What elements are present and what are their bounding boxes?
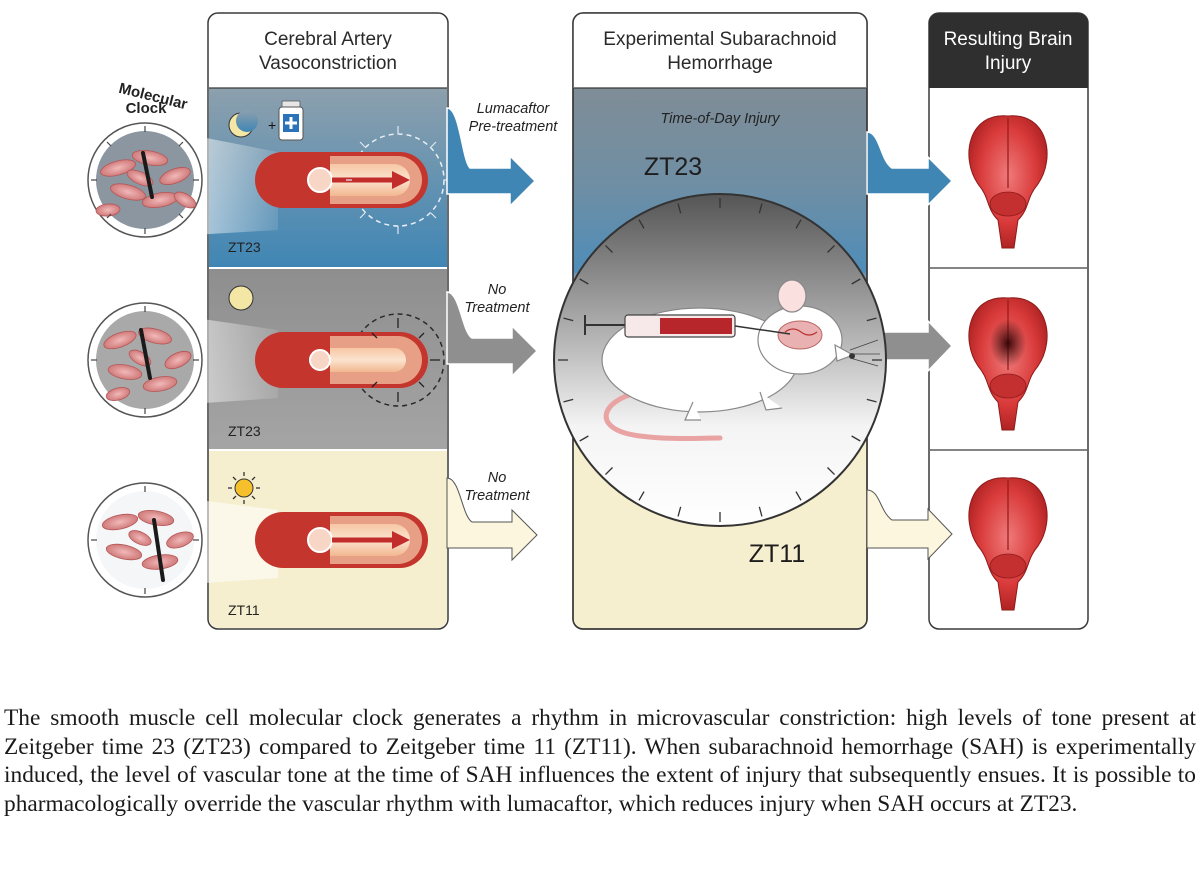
artery-vessel-row2: [255, 313, 445, 407]
molecular-clock-label-line2: Clock: [126, 100, 168, 117]
row3-arrow-to-sah: [446, 477, 538, 562]
dial-tick: [827, 244, 836, 253]
row3-zt-label: ZT11: [228, 602, 260, 618]
svg-text:+: +: [268, 117, 276, 133]
row1-treatment-line2: Pre-treatment: [469, 119, 559, 135]
row2-arrow-to-sah: [446, 291, 539, 378]
dial-tick: [795, 219, 802, 229]
cell-clock-row1: [87, 122, 203, 238]
rat-illustration: [584, 279, 880, 441]
dial-tick: [851, 435, 861, 442]
row2-arrow-to-brain: [879, 319, 954, 373]
dial-tick: [563, 398, 574, 403]
dial-tick: [851, 278, 861, 285]
clock-hand-row3: [152, 518, 165, 582]
row2-zt-label: ZT23: [228, 423, 261, 439]
brain-2: [968, 297, 1048, 431]
dial-tick: [758, 506, 763, 517]
row3-treatment-line1: No: [488, 470, 507, 486]
dial-tick: [579, 278, 589, 285]
dial-tick: [604, 467, 613, 476]
row3-treatment-line2: Treatment: [464, 488, 530, 504]
dial-tick: [866, 317, 877, 322]
dial-tick: [827, 467, 836, 476]
dial-tick: [677, 506, 682, 517]
dial-tick: [579, 435, 589, 442]
artery-vessel-row1: [255, 126, 452, 234]
dial-tick: [677, 203, 682, 214]
row2-treatment-line1: No: [488, 282, 507, 298]
sah-zt-bottom: ZT11: [749, 540, 806, 568]
sah-header-line2: Hemorrhage: [667, 53, 773, 74]
row1-arrow-to-brain: [866, 131, 954, 207]
sah-diagram: Cerebral Artery Vasoconstriction Experim…: [87, 12, 1089, 630]
artery-vessel-row3: [255, 512, 428, 568]
brain-3: [968, 477, 1048, 611]
row2-treatment-line2: Treatment: [464, 300, 530, 316]
figure-caption: The smooth muscle cell molecular clock g…: [4, 705, 1196, 817]
row3: ZT11 No Treatment: [87, 470, 953, 618]
dial-tick: [758, 203, 763, 214]
artery-header-line2: Vasoconstriction: [259, 53, 397, 74]
artery-header-line1: Cerebral Artery: [264, 29, 392, 50]
dial-tick: [604, 244, 613, 253]
row1-treatment-line1: Lumacaftor: [477, 101, 551, 117]
cell-clock-row3: [87, 482, 203, 598]
sah-zt-top: ZT23: [644, 153, 702, 181]
injury-header-line1: Resulting Brain: [944, 29, 1073, 50]
brain-1: [968, 115, 1048, 249]
dial-tick: [638, 491, 645, 501]
cell-clock-row2: [87, 302, 203, 418]
moon-icon: [228, 285, 254, 311]
row1: + ZT23 Lumacaftor Pre-treatment: [87, 100, 954, 255]
moon-plus-drug-icon: +: [228, 100, 304, 141]
injury-header-line2: Injury: [985, 53, 1032, 74]
row2: ZT23 No Treatment: [87, 282, 954, 439]
clock-hand-row2: [139, 328, 152, 380]
time-of-day-label: Time-of-Day Injury: [660, 111, 780, 127]
sun-icon: [228, 472, 260, 504]
syringe-icon: [584, 314, 791, 338]
dial-tick: [638, 219, 645, 229]
dial-tick: [563, 317, 574, 322]
sah-header-line1: Experimental Subarachnoid: [603, 29, 836, 50]
row3-arrow-to-brain: [866, 489, 953, 561]
dial-tick: [795, 491, 802, 501]
dial-tick: [866, 398, 877, 403]
clock-hand-row1: [141, 151, 154, 199]
row1-zt-label: ZT23: [228, 239, 261, 255]
row1-arrow-to-sah: [446, 107, 537, 208]
